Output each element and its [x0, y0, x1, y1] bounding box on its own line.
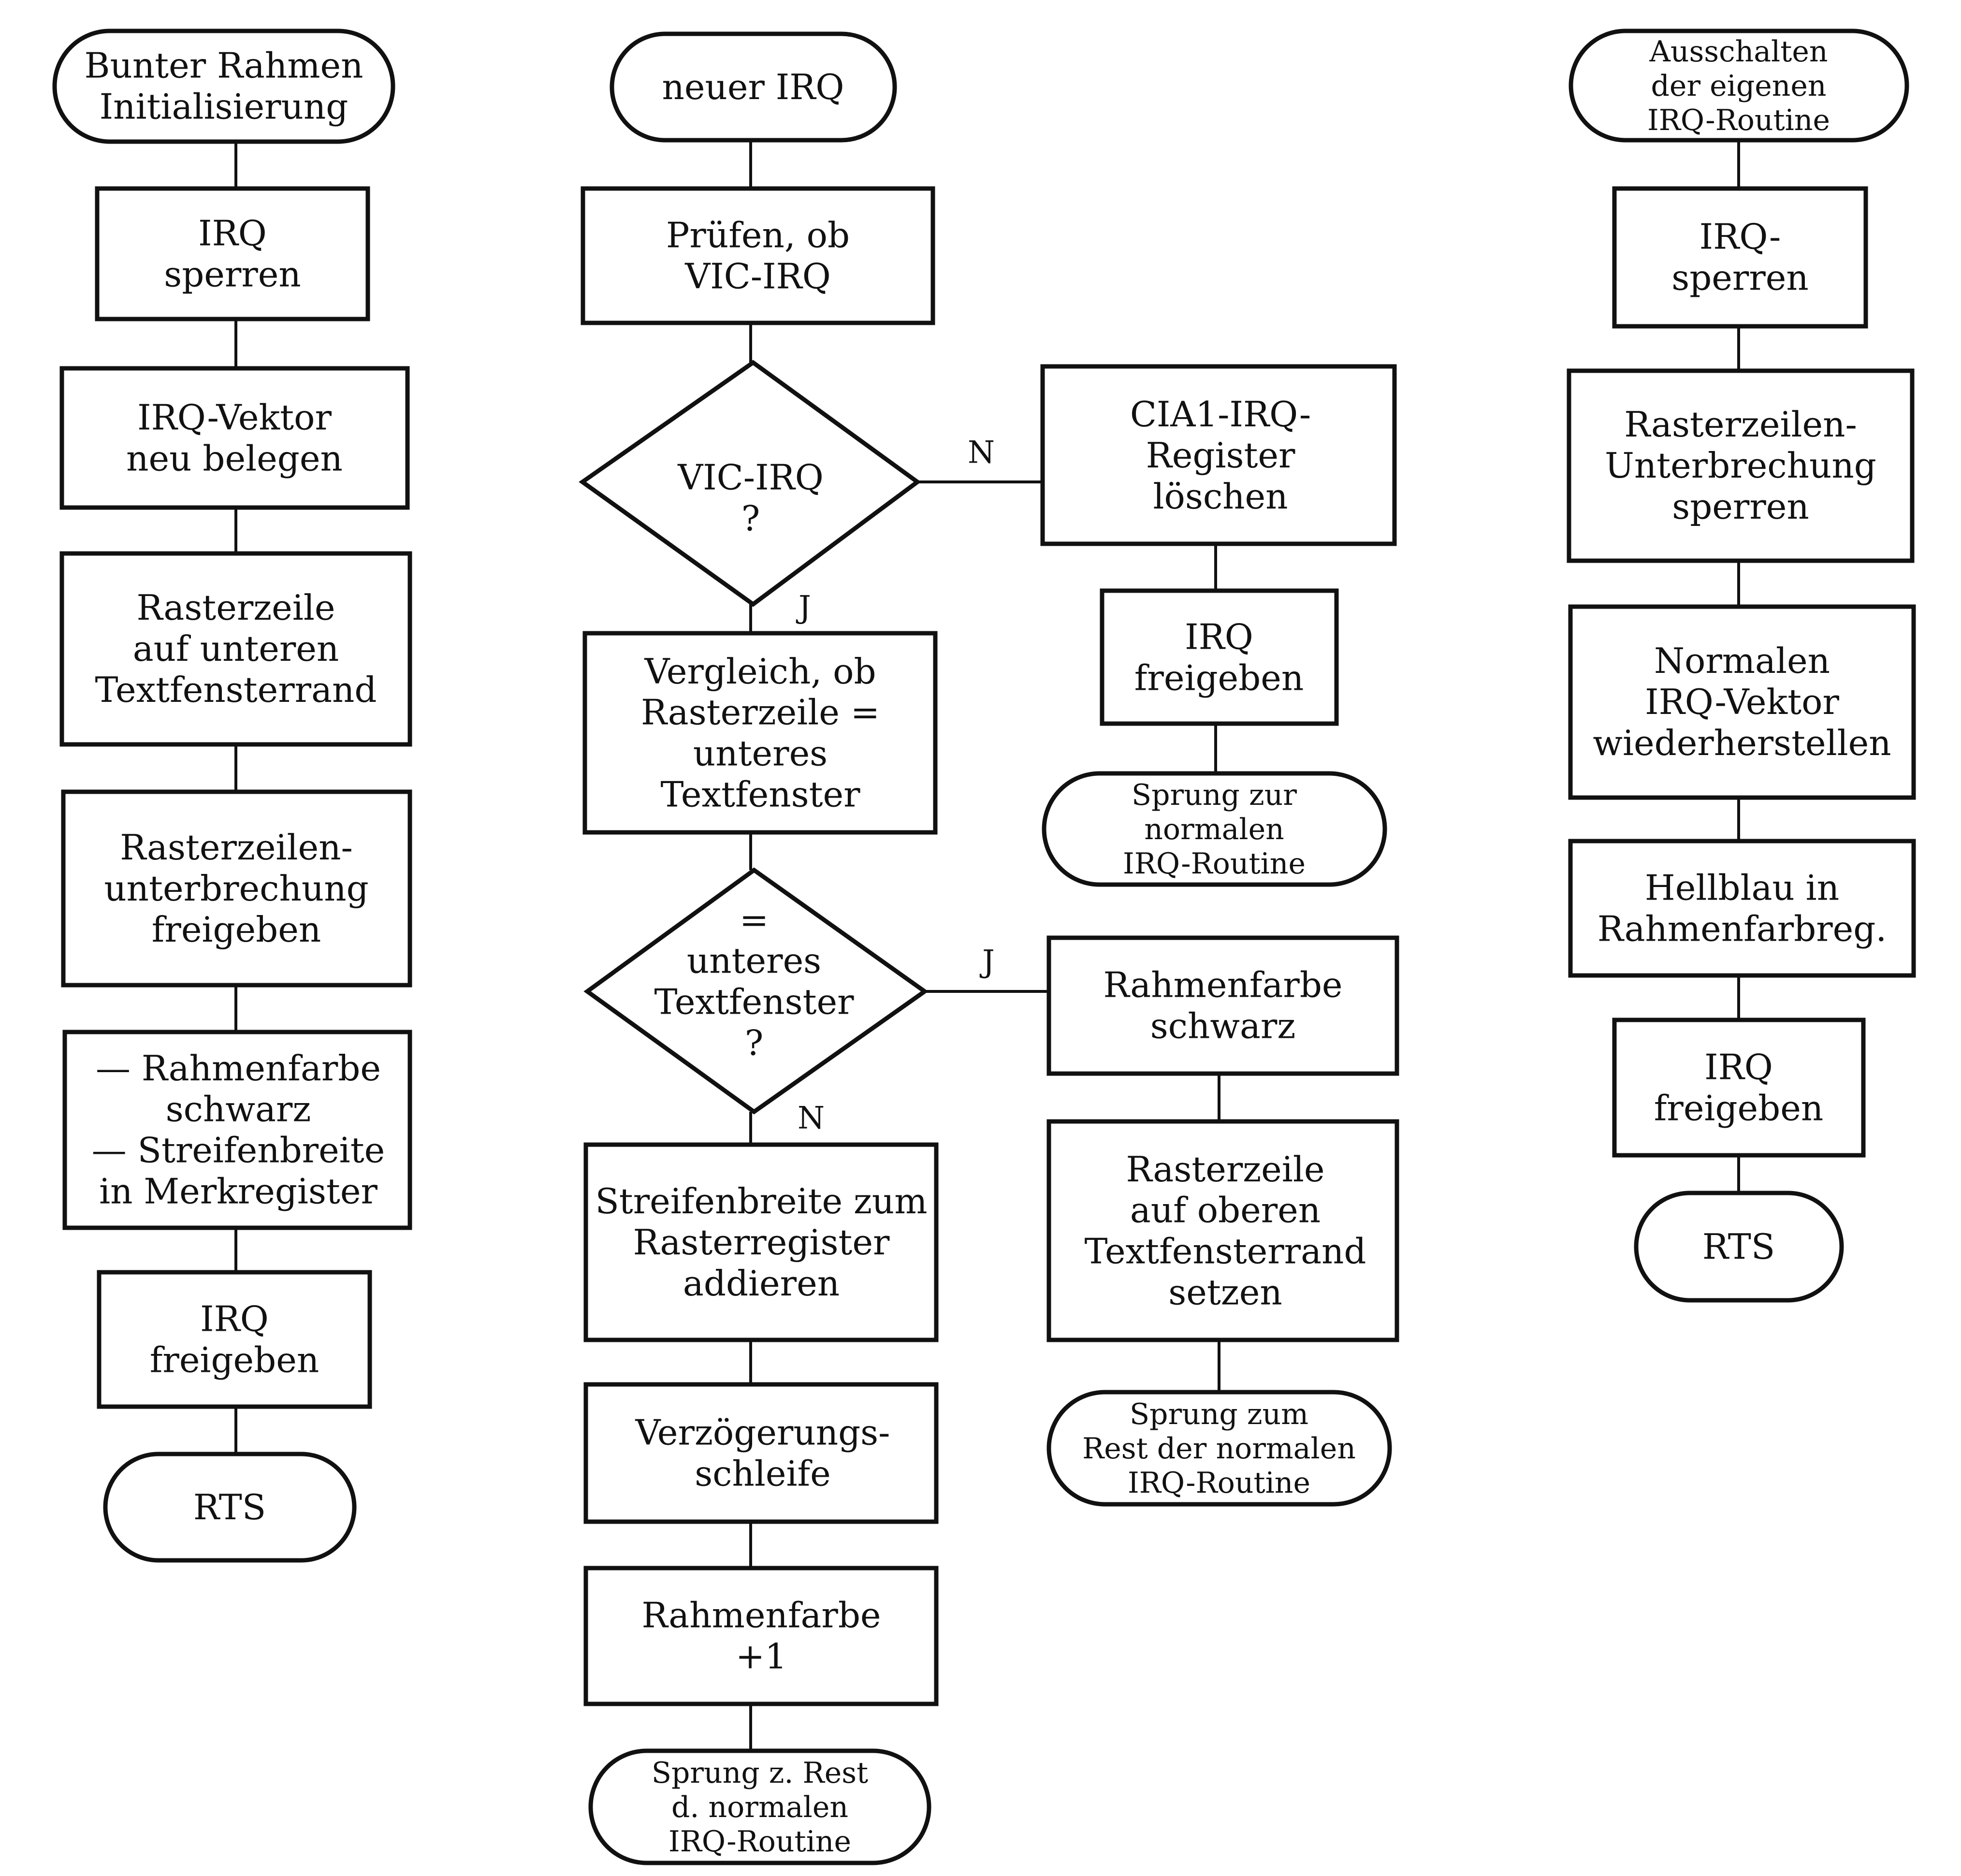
match-step-set-raster — [1046, 1119, 1399, 1342]
middle-decision-vic-label: VIC-IRQ? — [677, 457, 824, 539]
middle-start-terminal — [610, 31, 897, 143]
left-end-label: RTS — [193, 1487, 266, 1527]
left-step-raster — [59, 551, 412, 747]
match-step-black — [1046, 935, 1399, 1076]
middle-start-label: neuer IRQ — [662, 67, 844, 107]
middle-step-increment-label: Rahmenfarbe+1 — [641, 1595, 881, 1677]
right-start-terminal — [1569, 29, 1909, 143]
right-step-vector — [1568, 604, 1916, 800]
middle-end-terminal — [588, 1748, 931, 1865]
left-step-raster-enable — [61, 789, 412, 988]
connectors — [234, 140, 1740, 1751]
left-start-terminal — [52, 29, 395, 144]
right-end-label: RTS — [1702, 1226, 1775, 1267]
middle-step-check — [581, 186, 935, 325]
right-step-raster-lock — [1567, 368, 1915, 563]
decision-window-no-label: N — [798, 1100, 825, 1136]
right-end-terminal — [1634, 1191, 1844, 1303]
match-end-terminal — [1046, 1390, 1392, 1507]
middle-step-delay-label: Verzögerungs-schleife — [635, 1412, 890, 1494]
middle-step-add — [583, 1142, 939, 1342]
middle-decision-vic — [579, 360, 921, 607]
left-step-irq-lock — [95, 186, 370, 321]
middle-step-compare — [582, 631, 938, 835]
right-step-irq-lock-label: IRQ-sperren — [1671, 217, 1808, 298]
left-step-vector — [59, 366, 410, 510]
left-step-color — [62, 1030, 412, 1230]
left-end-terminal — [103, 1452, 357, 1563]
left-step-irq-enable — [97, 1270, 372, 1409]
decision-vic-no-label: N — [968, 435, 995, 470]
right-step-irq-enable — [1612, 1018, 1866, 1158]
right-step-irq-lock — [1612, 186, 1868, 329]
decision-window-yes-label: J — [979, 944, 995, 979]
middle-step-delay — [583, 1382, 939, 1524]
cia-step-clear — [1040, 364, 1397, 546]
cia-end-terminal — [1042, 771, 1387, 887]
middle-step-increment — [583, 1566, 939, 1706]
middle-decision-window — [583, 867, 929, 1115]
decision-vic-yes-label: J — [796, 589, 811, 625]
cia-step-enable — [1100, 588, 1339, 726]
right-step-color — [1568, 839, 1916, 978]
